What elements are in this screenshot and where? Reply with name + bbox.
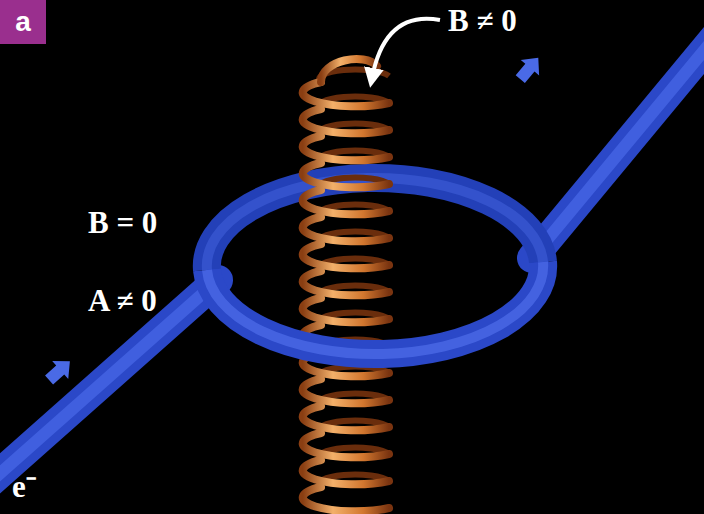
coil-turn-front <box>303 379 389 403</box>
coil-turn-front <box>303 163 389 187</box>
coil-turn-front <box>303 190 389 214</box>
potential-label: A ≠ 0 <box>88 284 157 318</box>
leader-arrow <box>372 19 440 78</box>
field-label: B = 0 <box>88 206 157 240</box>
field-label: B ≠ 0 <box>448 4 517 38</box>
coil-turn-front <box>303 433 389 457</box>
coil-turn-front <box>303 460 389 484</box>
panel-letter-box: a <box>0 0 46 44</box>
coil-turn-front <box>303 217 389 241</box>
solenoid-coil <box>303 59 389 511</box>
coil-turn-front <box>303 487 389 511</box>
coil-turn-front <box>303 271 389 295</box>
coil-turn-front <box>303 109 389 133</box>
panel-letter: a <box>15 8 31 36</box>
coil-turn-front <box>303 136 389 160</box>
coil-turn-front <box>303 244 389 268</box>
coil-turn-front <box>303 82 389 106</box>
electron-label: e⁻ <box>12 470 36 504</box>
coil-turn-front <box>303 298 389 322</box>
coil-top-curl <box>321 59 377 82</box>
coil-turn-front <box>303 406 389 430</box>
flow-arrow <box>41 352 78 389</box>
flow-arrow <box>511 50 547 87</box>
ring-back <box>207 178 543 270</box>
ring-front <box>207 262 543 354</box>
electron-beam-tube <box>0 36 704 484</box>
